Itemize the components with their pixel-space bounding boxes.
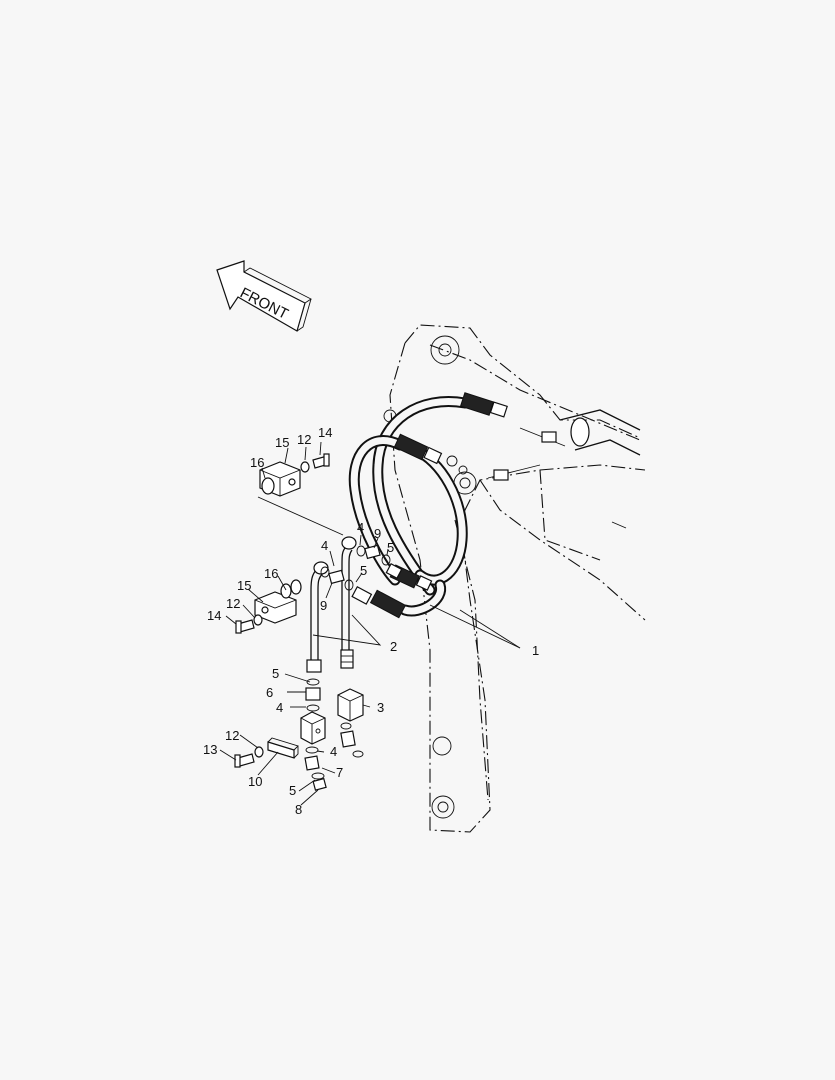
boom-cylinder	[487, 409, 641, 529]
callout-14-lower: 14	[207, 608, 221, 623]
callout-5-bottom: 5	[289, 783, 296, 798]
clamp-set-lower	[235, 579, 302, 634]
callout-16-upper: 16	[250, 455, 264, 470]
clamp-set-upper	[257, 453, 344, 536]
callout-4-lower-left: 4	[276, 700, 283, 715]
hose-assembly-1	[348, 392, 508, 619]
callout-12-mid: 12	[226, 596, 240, 611]
callout-15-upper: 15	[275, 435, 289, 450]
callout-9-upper: 9	[374, 526, 381, 541]
steel-pipe-right	[340, 536, 357, 669]
callout-3: 3	[377, 700, 384, 715]
callout-10: 10	[248, 774, 262, 789]
callout-4-upper-right: 4	[357, 520, 364, 535]
callout-8: 8	[295, 802, 302, 817]
callout-5-upper-mid: 5	[360, 563, 367, 578]
hose-fitting-mid	[393, 433, 443, 465]
steel-pipe-left	[306, 561, 329, 673]
fittings-lower-left	[300, 678, 327, 791]
hose-fitting-top	[459, 392, 508, 418]
callout-15-lower: 15	[237, 578, 251, 593]
callout-7: 7	[336, 765, 343, 780]
callout-12-lower: 12	[225, 728, 239, 743]
boom-outline	[383, 324, 646, 833]
callout-6: 6	[266, 685, 273, 700]
callout-4-upper-left: 4	[321, 538, 328, 553]
callout-9-lower: 9	[320, 598, 327, 613]
callout-14-upper: 14	[318, 425, 332, 440]
callout-2: 2	[390, 639, 397, 654]
callout-labels: 1 2 3 4 4 4 4 5 5 5 5 6 7 8 9 9 10 12 12…	[203, 425, 539, 817]
callout-5-upper-right: 5	[387, 540, 394, 555]
callout-12-upper: 12	[297, 432, 311, 447]
callout-5-lower-left: 5	[272, 666, 279, 681]
fittings-upper-left	[320, 566, 354, 591]
bracket-and-bolt	[234, 737, 299, 768]
fittings-upper-right	[356, 544, 391, 566]
callout-1: 1	[532, 643, 539, 658]
leader-lines	[219, 441, 521, 806]
fittings-lower-right	[337, 688, 364, 758]
callout-13: 13	[203, 742, 217, 757]
callout-4-lower-mid: 4	[330, 744, 337, 759]
front-direction-arrow: FRONT	[216, 260, 312, 332]
hose-fitting-lower-b	[351, 586, 407, 619]
callout-16-lower: 16	[264, 566, 278, 581]
